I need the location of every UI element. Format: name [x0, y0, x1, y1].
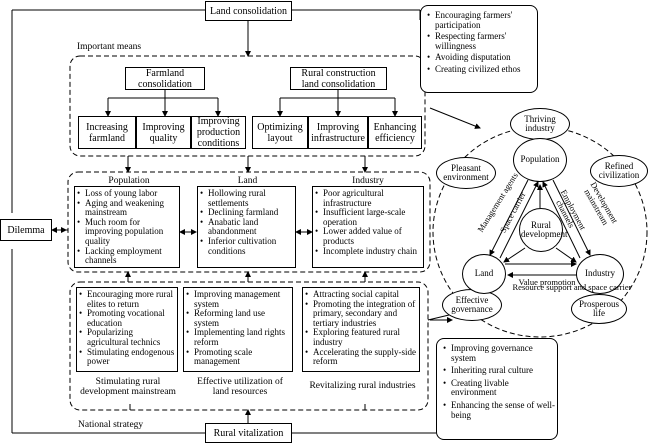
rural-vitalization-label: Rural vitalization — [213, 427, 284, 439]
means-box-enhancing-efficiency: Enhancing efficiency — [368, 116, 422, 149]
outcome-action-item: Inheriting rural culture — [443, 366, 555, 376]
problem-item: Lacking employment channels — [77, 246, 177, 266]
problem-item: Hollowing rural settlements — [200, 188, 293, 208]
rural-vitalization-node: Rural vitalization — [205, 423, 292, 443]
strategy-item: Promoting scale management — [186, 347, 290, 367]
means-label: Enhancing efficiency — [373, 121, 417, 144]
problem-item: Incomplete industry chain — [315, 246, 421, 257]
land-strategy-box: Improving management system Reforming la… — [183, 287, 293, 372]
population-circle: Population — [513, 138, 567, 182]
strategy-item: Accelerating the supply-side reform — [305, 347, 417, 367]
land-core-label: Land — [474, 268, 494, 279]
industry-strategy-caption: Revitalizing rural industries — [309, 381, 416, 391]
means-label: Increasing farmland — [86, 121, 128, 144]
industry-problem-title: Industry — [352, 176, 384, 186]
land-consolidation-node: Land consolidation — [205, 1, 292, 21]
rural-development-label: Rural development — [521, 219, 568, 239]
dilemma-box: Dilemma — [0, 219, 52, 241]
means-box-improving-production: Improving production conditions — [191, 116, 246, 149]
thriving-industry-ellipse: Thriving industry — [510, 108, 570, 140]
problem-item: Poor agricultural infrastructure — [315, 188, 421, 208]
means-box-improving-quality: Improving quality — [136, 116, 191, 149]
rural-development-circle: Rural development — [519, 208, 568, 252]
population-problem-title: Population — [108, 176, 150, 186]
outcome-action-item: Enhancing the sense of well-being — [443, 400, 555, 420]
population-core-label: Population — [520, 154, 560, 165]
problem-item: Declining farmland — [200, 208, 293, 218]
population-strategy-caption: Stimulating rural development mainstream — [80, 377, 176, 397]
refined-civilization-label: Refined civilization — [598, 160, 640, 180]
problem-item: Loss of young labor — [77, 188, 177, 199]
strategy-item: Popularizing agricultural technics — [79, 328, 175, 347]
means-label: Improving infrastructure — [311, 121, 365, 144]
rural-construction-label: Rural construction land consolidation — [301, 67, 376, 90]
strategy-item: Attracting social capital — [305, 289, 417, 300]
industry-problem-box: Poor agricultural infrastructure Insuffi… — [312, 186, 424, 268]
pleasant-environment-label: Pleasant environment — [443, 162, 489, 182]
pleasant-environment-ellipse: Pleasant environment — [436, 157, 496, 189]
participation-box: Encouraging farmers' participation Respe… — [420, 5, 538, 93]
industry-circle: Industry — [576, 254, 624, 294]
value-promotion-label: Value promotion — [518, 277, 576, 287]
population-strategy-box: Encouraging more rural elites to return … — [76, 287, 178, 372]
land-consolidation-label: Land consolidation — [210, 5, 287, 17]
rural-construction-box: Rural construction land consolidation — [290, 67, 387, 90]
outcome-action-item: Creating livable environment — [443, 378, 555, 398]
problem-item: Aging and weakening mainstream — [77, 198, 177, 218]
dilemma-label: Dilemma — [7, 224, 45, 236]
land-problem-title: Land — [237, 176, 258, 186]
means-box-increasing-farmland: Increasing farmland — [78, 116, 136, 149]
strategy-item: Exploring featured rural industry — [305, 328, 417, 347]
means-box-optimizing-layout: Optimizing layout — [252, 116, 308, 149]
strategy-item: Promoting vocational education — [79, 308, 175, 328]
means-box-improving-infrastructure: Improving infrastructure — [308, 116, 368, 149]
problem-item: Much room for improving population quali… — [77, 217, 177, 247]
principle-item: Respecting farmers' willingness — [427, 31, 535, 51]
strategy-item: Improving management system — [186, 289, 290, 309]
farmland-consolidation-box: Farmland consolidation — [125, 67, 205, 90]
farmland-consolidation-label: Farmland consolidation — [138, 67, 192, 90]
refined-civilization-ellipse: Refined civilization — [590, 155, 648, 187]
means-label: Improving quality — [142, 121, 185, 144]
means-label: Optimizing layout — [257, 121, 303, 144]
principle-item: Encouraging farmers' participation — [427, 10, 535, 30]
industry-strategy-box: Attracting social capital Promoting the … — [302, 287, 420, 372]
important-means-label: Important means — [77, 42, 142, 52]
problem-item: Lower added value of products — [315, 227, 421, 246]
strategy-item: Promoting the integration of primary, se… — [305, 299, 417, 329]
national-strategy-label: National strategy — [78, 420, 144, 430]
land-circle: Land — [462, 254, 506, 294]
principle-item: Avoiding disputation — [427, 53, 535, 63]
industry-core-label: Industry — [585, 268, 615, 279]
land-strategy-caption: Effective utilization of land resources — [197, 377, 283, 397]
governance-box: Improving governance system Inheriting r… — [436, 338, 558, 440]
land-problem-box: Hollowing rural settlements Declining fa… — [197, 186, 296, 268]
principle-item: Creating civilized ethos — [427, 64, 535, 75]
strategy-item: Implementing land rights reform — [186, 328, 290, 347]
strategy-item: Stimulating endogenous power — [79, 347, 175, 367]
population-problem-box: Loss of young labor Aging and weakening … — [74, 186, 180, 268]
thriving-industry-label: Thriving industry — [524, 113, 556, 133]
outcome-action-item: Improving governance system — [443, 343, 555, 363]
prosperous-life-label: Prosperous life — [579, 298, 619, 318]
effective-governance-label: Effective governance — [451, 294, 493, 314]
strategy-item: Reforming land use system — [186, 308, 290, 328]
effective-governance-ellipse: Effective governance — [442, 289, 502, 321]
problem-item: Anabatic land abandonment — [200, 217, 293, 237]
problem-item: Inferior cultivation conditions — [200, 236, 293, 256]
means-label: Improving production conditions — [196, 116, 241, 149]
problem-item: Insufficient large-scale operation — [315, 207, 421, 227]
resource-support-label: Resource support and space carrier — [512, 282, 632, 292]
prosperous-life-ellipse: Prosperous life — [571, 294, 627, 324]
strategy-item: Encouraging more rural elites to return — [79, 289, 175, 309]
